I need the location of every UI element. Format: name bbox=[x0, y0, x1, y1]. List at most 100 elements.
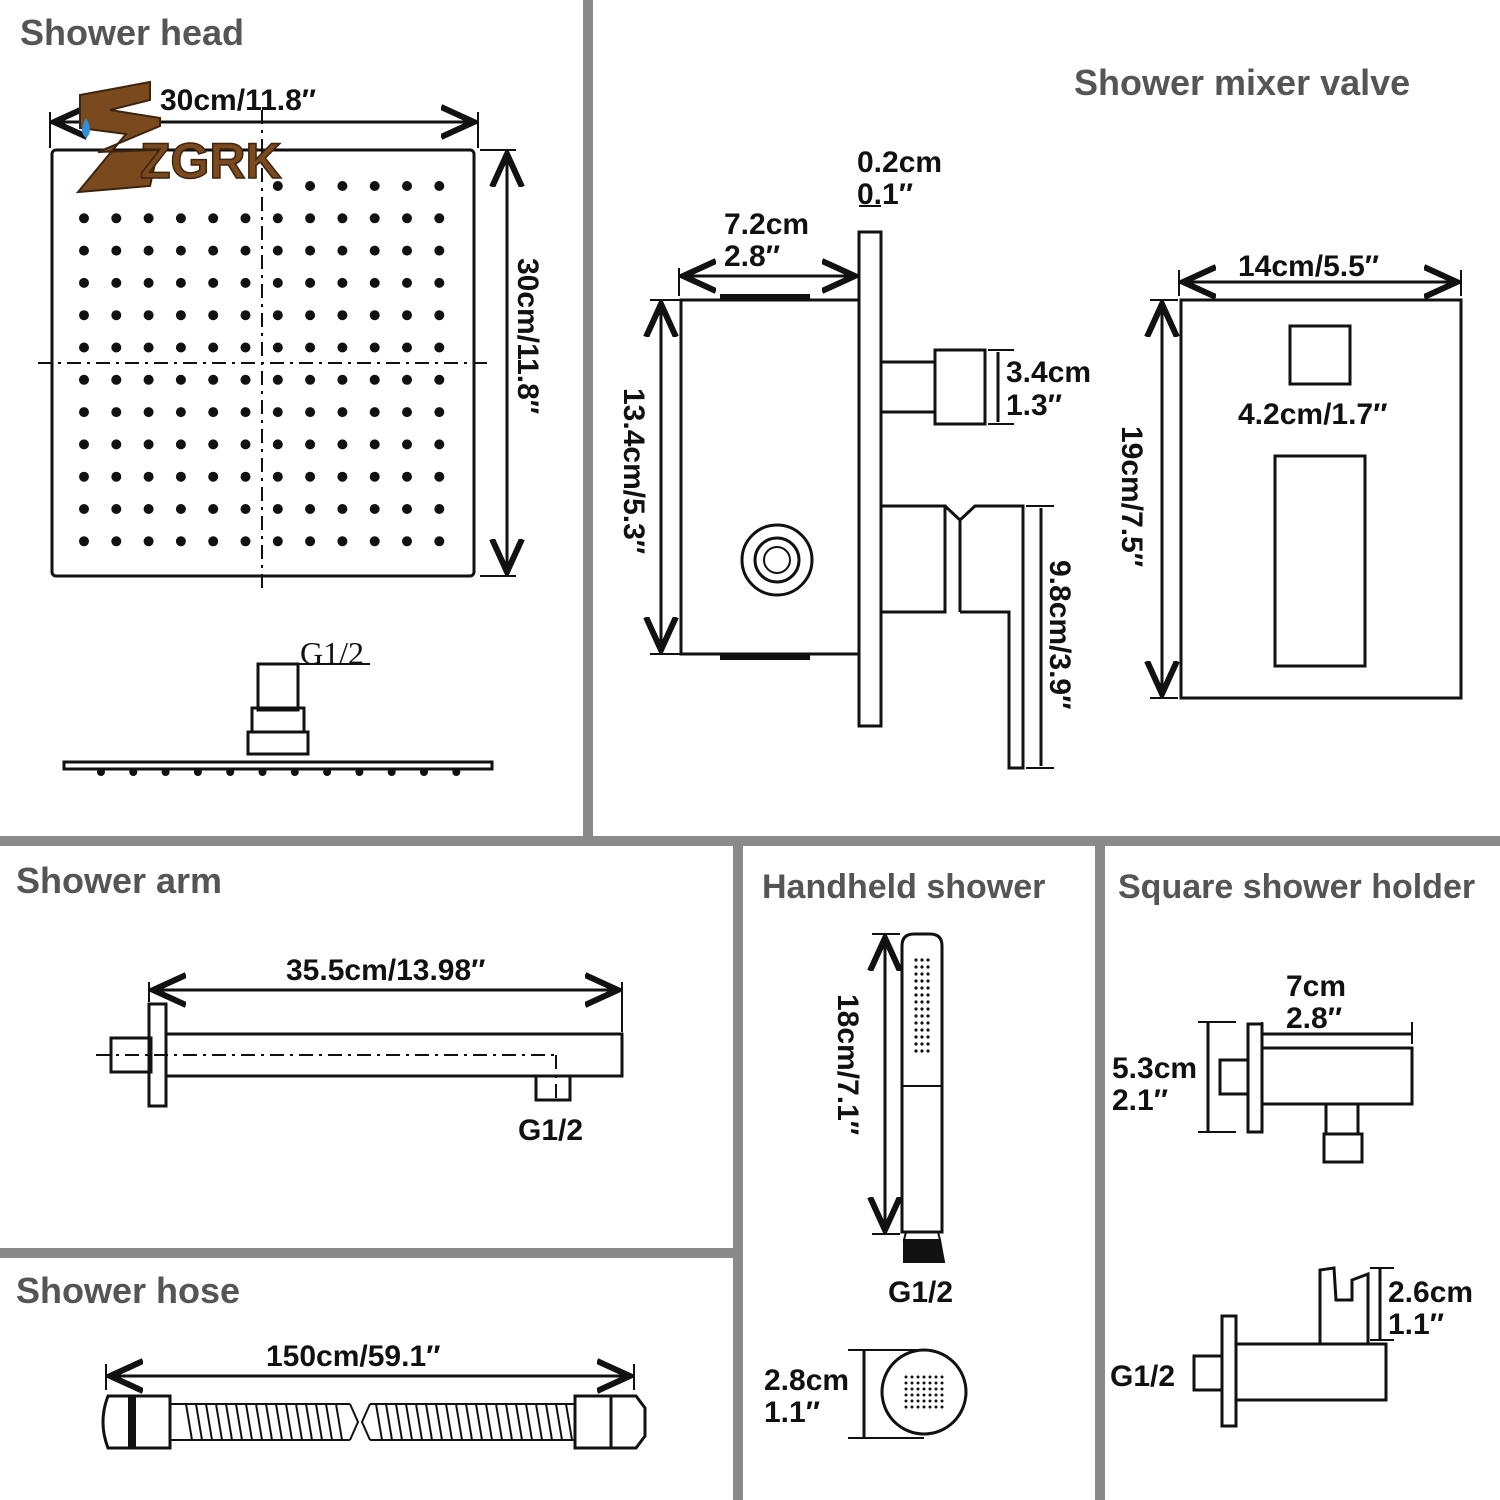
nozzle-dot bbox=[143, 245, 154, 256]
face-nozzle bbox=[904, 1405, 908, 1409]
nozzle-dot bbox=[272, 277, 283, 288]
brand-logo-text: ZGRK bbox=[140, 133, 282, 189]
nozzle-dot bbox=[240, 471, 251, 482]
nozzle-dot bbox=[175, 504, 186, 514]
outlet-cm: 3.4cm bbox=[1006, 356, 1091, 389]
face-nozzle bbox=[904, 1399, 908, 1403]
nozzle-dot bbox=[434, 181, 445, 191]
nozzle-dot bbox=[402, 374, 412, 385]
hose-rib bbox=[265, 1403, 273, 1441]
holder-side-body bbox=[1234, 1342, 1388, 1402]
handheld-spray-face bbox=[914, 958, 930, 1053]
nozzle-dot bbox=[369, 310, 380, 321]
side-nozzle bbox=[97, 768, 105, 776]
handheld-nozzle bbox=[914, 1007, 918, 1011]
nozzle-dot bbox=[111, 342, 122, 353]
holder-clip bbox=[1318, 1266, 1370, 1344]
nozzle-dot bbox=[305, 536, 316, 547]
valve-thickness-cm: 0.2cm bbox=[857, 146, 942, 179]
valve-trim-plate bbox=[1179, 298, 1463, 700]
handheld-nozzle bbox=[920, 1014, 924, 1018]
nozzle-dot bbox=[111, 536, 122, 547]
mixer-valve-side-drawing: 0.2cm 0.1″ 7.2cm 2.8″ 13.4cm/5.3″ 3.4cm … bbox=[617, 146, 1091, 770]
mixer-valve-title: Shower mixer valve bbox=[1074, 62, 1411, 103]
side-nozzle bbox=[355, 768, 364, 776]
nozzle-dot bbox=[402, 536, 412, 547]
nozzle-dot bbox=[305, 310, 316, 321]
nozzle-dot bbox=[305, 374, 316, 385]
brand-logo: ZGRK bbox=[75, 80, 282, 194]
arm-thread-label: G1/2 bbox=[518, 1114, 583, 1147]
side-nozzle bbox=[290, 768, 299, 776]
handheld-nozzle bbox=[914, 1021, 918, 1025]
hose-rib bbox=[495, 1403, 503, 1441]
side-nozzle bbox=[193, 768, 202, 776]
nozzle-dot bbox=[305, 439, 316, 450]
hose-rib bbox=[475, 1403, 483, 1441]
hose-rib bbox=[485, 1403, 493, 1441]
nozzle-dot bbox=[434, 245, 445, 256]
nozzle-dot bbox=[143, 213, 154, 224]
nozzle-dot bbox=[208, 245, 219, 256]
nozzle-dot bbox=[208, 342, 219, 353]
handheld-nozzle bbox=[920, 1049, 924, 1053]
nozzle-dot bbox=[208, 536, 219, 547]
nozzle-dot bbox=[111, 407, 122, 418]
shower-head-side-view: G1/2 bbox=[62, 635, 494, 776]
nozzle-dot bbox=[402, 213, 412, 224]
holder-length-in: 2.8″ bbox=[1286, 1002, 1342, 1035]
nozzle-dot bbox=[208, 471, 219, 482]
face-nozzle bbox=[916, 1399, 920, 1403]
nozzle-dot bbox=[272, 213, 283, 224]
handheld-nozzle bbox=[914, 972, 918, 976]
nozzle-dot bbox=[402, 471, 412, 482]
valve-port-inner bbox=[763, 546, 791, 574]
nozzle-dot bbox=[111, 213, 122, 224]
shower-head-thread-label: G1/2 bbox=[300, 635, 364, 671]
hose-rib bbox=[185, 1403, 193, 1441]
nozzle-dot bbox=[208, 310, 219, 321]
nozzle-dot bbox=[337, 277, 348, 288]
nozzle-dot bbox=[240, 310, 251, 321]
handheld-nozzle bbox=[926, 972, 930, 976]
handheld-nozzle bbox=[920, 1000, 924, 1004]
face-nozzle bbox=[916, 1375, 920, 1379]
nozzle-dot bbox=[272, 310, 283, 321]
holder-length-cm: 7cm bbox=[1286, 970, 1346, 1003]
handle-front bbox=[1273, 454, 1367, 668]
nozzle-dot bbox=[434, 504, 445, 514]
nozzle-dot bbox=[175, 213, 186, 224]
outlet-in: 1.3″ bbox=[1006, 389, 1062, 422]
handheld-nozzle bbox=[920, 965, 924, 969]
hose-length-label: 150cm/59.1″ bbox=[266, 1340, 441, 1373]
nozzle-dot bbox=[79, 245, 89, 256]
nozzle-dot bbox=[337, 374, 348, 385]
hose-rib bbox=[395, 1403, 403, 1441]
hose-rib bbox=[205, 1403, 213, 1441]
nozzle-dot bbox=[402, 407, 412, 418]
holder-outlet bbox=[1322, 1132, 1364, 1164]
nozzle-dot bbox=[240, 277, 251, 288]
handheld-nozzle bbox=[914, 1035, 918, 1039]
nozzle-dot bbox=[337, 245, 348, 256]
nozzle-dot bbox=[240, 536, 251, 547]
nozzle-dot bbox=[337, 504, 348, 514]
face-width-cm: 2.8cm bbox=[764, 1364, 849, 1397]
hose-rib bbox=[415, 1403, 423, 1441]
hose-rib bbox=[295, 1403, 303, 1441]
face-nozzle bbox=[904, 1393, 908, 1397]
hose-rib bbox=[565, 1403, 573, 1441]
nozzle-dot bbox=[272, 504, 283, 514]
handheld-nozzle bbox=[920, 1021, 924, 1025]
face-nozzle bbox=[904, 1387, 908, 1391]
nozzle-dot bbox=[79, 471, 89, 482]
hose-rib bbox=[425, 1403, 433, 1441]
face-nozzle bbox=[928, 1405, 932, 1409]
nozzle-dot bbox=[208, 407, 219, 418]
nozzle-dot bbox=[369, 536, 380, 547]
hose-rib bbox=[225, 1403, 233, 1441]
face-nozzle bbox=[940, 1387, 944, 1391]
nozzle-dot bbox=[208, 374, 219, 385]
hose-rib bbox=[505, 1403, 513, 1441]
face-nozzle bbox=[904, 1375, 908, 1379]
